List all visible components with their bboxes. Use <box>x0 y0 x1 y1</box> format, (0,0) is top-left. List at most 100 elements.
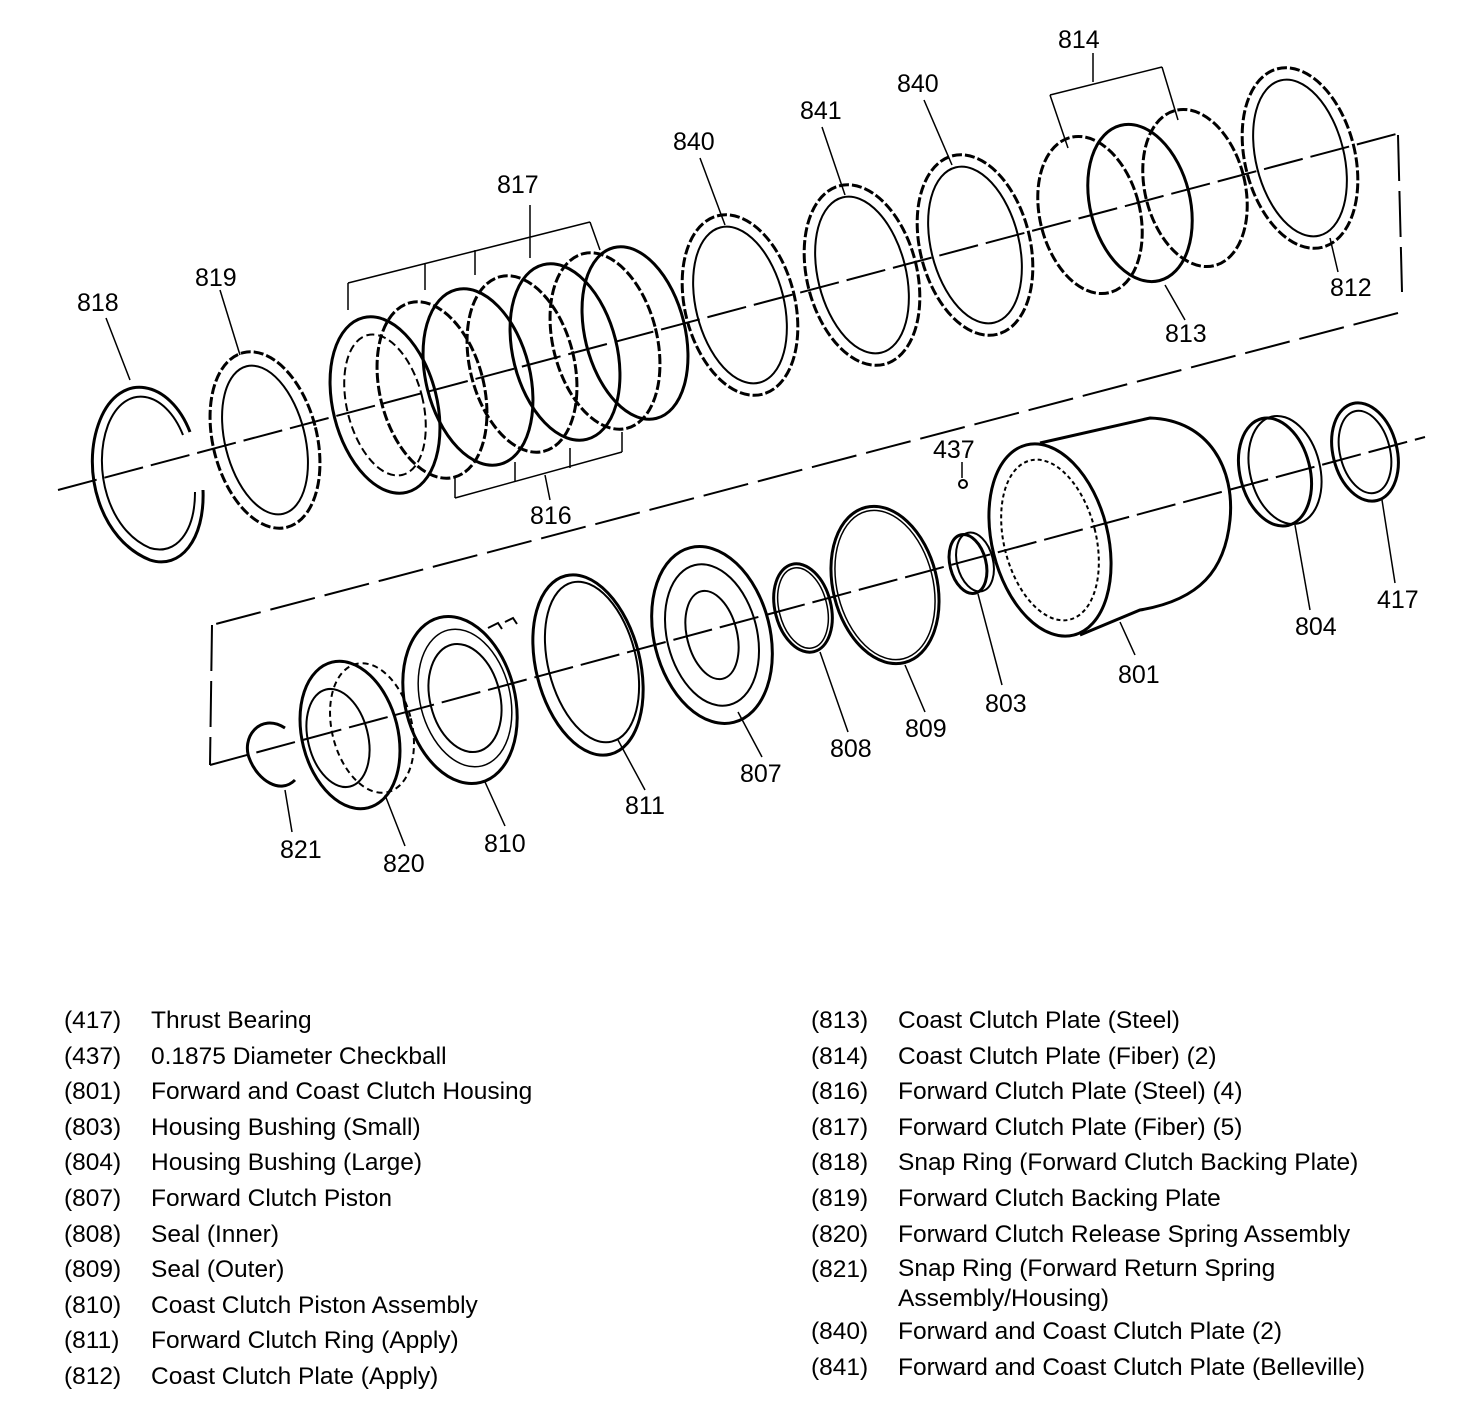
legend-row: (821)Snap Ring (Forward Return Spring As… <box>811 1252 1461 1314</box>
part-description: Coast Clutch Plate (Fiber) (2) <box>898 1042 1217 1070</box>
callout-814: 814 <box>1058 26 1100 54</box>
large-bushing-804 <box>1237 414 1323 528</box>
part-description: Forward Clutch Plate (Fiber) (5) <box>898 1113 1243 1141</box>
frame-diagonal-line <box>211 312 1399 626</box>
upper-center-line <box>57 132 1401 491</box>
snap-ring-821 <box>245 721 297 788</box>
part-number: (812) <box>64 1362 122 1390</box>
clutch-housing-801 <box>987 416 1233 638</box>
part-number: (814) <box>811 1042 869 1070</box>
part-number: (801) <box>64 1078 122 1106</box>
callout-417: 417 <box>1377 586 1419 614</box>
part-description: Snap Ring (Forward Return Spring Assembl… <box>898 1255 1276 1313</box>
legend-row: (820) Forward Clutch Release Spring Assem… <box>811 1217 1461 1253</box>
part-number: (841) <box>811 1353 869 1381</box>
part-description: Forward and Coast Clutch Plate (2) <box>898 1318 1282 1346</box>
part-description: Housing Bushing (Large) <box>151 1149 423 1177</box>
part-description: Seal (Inner) <box>151 1220 280 1248</box>
part-description: Forward Clutch Release Spring Assembly <box>898 1220 1351 1248</box>
legend-row: (841) Forward and Coast Clutch Plate (Bel… <box>811 1350 1461 1386</box>
part-number: (804) <box>64 1149 122 1177</box>
part-number: (820) <box>811 1220 869 1248</box>
exploded-parts-diagram: 818 819 817 816 840 841 840 814 812 813 … <box>57 26 1426 878</box>
legend-row: (818) Snap Ring (Forward Clutch Backing P… <box>811 1145 1461 1181</box>
part-description: Forward Clutch Backing Plate <box>898 1184 1221 1212</box>
lower-center-line <box>209 436 1426 766</box>
part-number: (807) <box>64 1184 122 1212</box>
frame-left-line <box>209 624 213 766</box>
release-spring-assembly-820 <box>298 659 415 811</box>
callout-816: 816 <box>530 502 572 530</box>
legend-row: (817) Forward Clutch Plate (Fiber) (5) <box>811 1110 1461 1146</box>
frame-right-line <box>1397 134 1403 293</box>
part-number: (437) <box>64 1042 122 1070</box>
part-description: Snap Ring (Forward Clutch Backing Plate) <box>898 1149 1359 1177</box>
backing-plate-819 <box>208 350 322 530</box>
part-number: (811) <box>64 1327 120 1355</box>
part-number: (813) <box>811 1007 869 1034</box>
legend-row: (807) Forward Clutch Piston <box>64 1181 764 1217</box>
legend-row: (816) Forward Clutch Plate (Steel) (4) <box>811 1074 1461 1110</box>
part-number: (816) <box>811 1078 869 1106</box>
callout-841: 841 <box>800 97 842 125</box>
callout-840-b: 840 <box>897 70 939 98</box>
legend-row: (809) Seal (Outer) <box>64 1252 764 1288</box>
legend-row: (808)Seal (Inner) <box>64 1217 764 1253</box>
snap-ring-818 <box>90 385 205 564</box>
apply-plate-812 <box>1240 66 1360 250</box>
callout-810: 810 <box>484 830 526 858</box>
part-number: (817) <box>811 1113 869 1141</box>
legend-row: (840) Forward and Coast Clutch Plate (2) <box>811 1314 1461 1350</box>
callout-804: 804 <box>1295 613 1337 641</box>
callout-840-a: 840 <box>673 128 715 156</box>
callout-808: 808 <box>830 735 872 763</box>
thrust-bearing-417 <box>1330 401 1400 503</box>
callout-813: 813 <box>1165 320 1207 348</box>
part-number: (803) <box>64 1113 122 1141</box>
legend-row: (801) Forward and Coast Clutch Housing <box>64 1074 764 1110</box>
small-bushing-803 <box>947 531 995 595</box>
part-description: Forward Clutch Piston <box>151 1184 393 1212</box>
part-number: (819) <box>811 1184 869 1212</box>
legend-row: (813) Coast Clutch Plate (Steel) <box>811 1003 1461 1039</box>
part-description: Forward Clutch Ring (Apply) <box>151 1327 459 1355</box>
callout-817: 817 <box>497 171 539 199</box>
inner-seal-808 <box>772 562 834 654</box>
plate-840-b <box>915 153 1035 337</box>
outer-seal-809 <box>829 504 941 666</box>
coast-piston-810 <box>401 614 519 786</box>
legend-row: (437) 0.1875 Diameter Checkball <box>64 1039 764 1075</box>
legend-row: (812) Coast Clutch Plate (Apply) <box>64 1359 764 1395</box>
part-description: Housing Bushing (Small) <box>151 1113 421 1141</box>
callout-809: 809 <box>905 715 947 743</box>
leader-lines <box>105 53 1396 847</box>
part-number: (840) <box>811 1318 869 1346</box>
callout-819: 819 <box>195 264 237 292</box>
apply-ring-811 <box>487 573 645 757</box>
part-description: Thrust Bearing <box>151 1007 312 1034</box>
part-number: (809) <box>64 1256 122 1284</box>
callout-820: 820 <box>383 850 425 878</box>
part-description: Forward and Coast Clutch Plate (Bellevil… <box>898 1353 1366 1381</box>
part-number: (818) <box>811 1149 869 1177</box>
legend-row: (819) Forward Clutch Backing Plate <box>811 1181 1461 1217</box>
clutch-plate-stack-816-817 <box>328 245 690 495</box>
part-description: Seal (Outer) <box>151 1256 285 1284</box>
callout-818: 818 <box>77 289 119 317</box>
legend-row: (814) Coast Clutch Plate (Fiber) (2) <box>811 1039 1461 1075</box>
legend-row: (810)Coast Clutch Piston Assembly <box>64 1288 764 1324</box>
legend-row: (417) Thrust Bearing <box>64 1003 764 1039</box>
parts-legend-right: (813) Coast Clutch Plate (Steel) (814) Coa… <box>811 1003 1461 1385</box>
callout-437: 437 <box>933 436 975 464</box>
part-number: (417) <box>64 1007 122 1034</box>
part-description: Forward Clutch Plate (Steel) (4) <box>898 1078 1243 1106</box>
part-description: Forward and Coast Clutch Housing <box>151 1078 533 1106</box>
part-description: Coast Clutch Plate (Steel) <box>898 1007 1180 1034</box>
forward-piston-807 <box>650 545 774 725</box>
part-description: 0.1875 Diameter Checkball <box>151 1042 447 1070</box>
part-number: (810) <box>64 1291 122 1319</box>
parts-legend-left: (417) Thrust Bearing (437) 0.1875 Diameter… <box>64 1003 764 1395</box>
legend-row: (811) Forward Clutch Ring (Apply) <box>64 1323 764 1359</box>
callout-801: 801 <box>1118 661 1160 689</box>
part-description: Coast Clutch Plate (Apply) <box>151 1362 439 1390</box>
